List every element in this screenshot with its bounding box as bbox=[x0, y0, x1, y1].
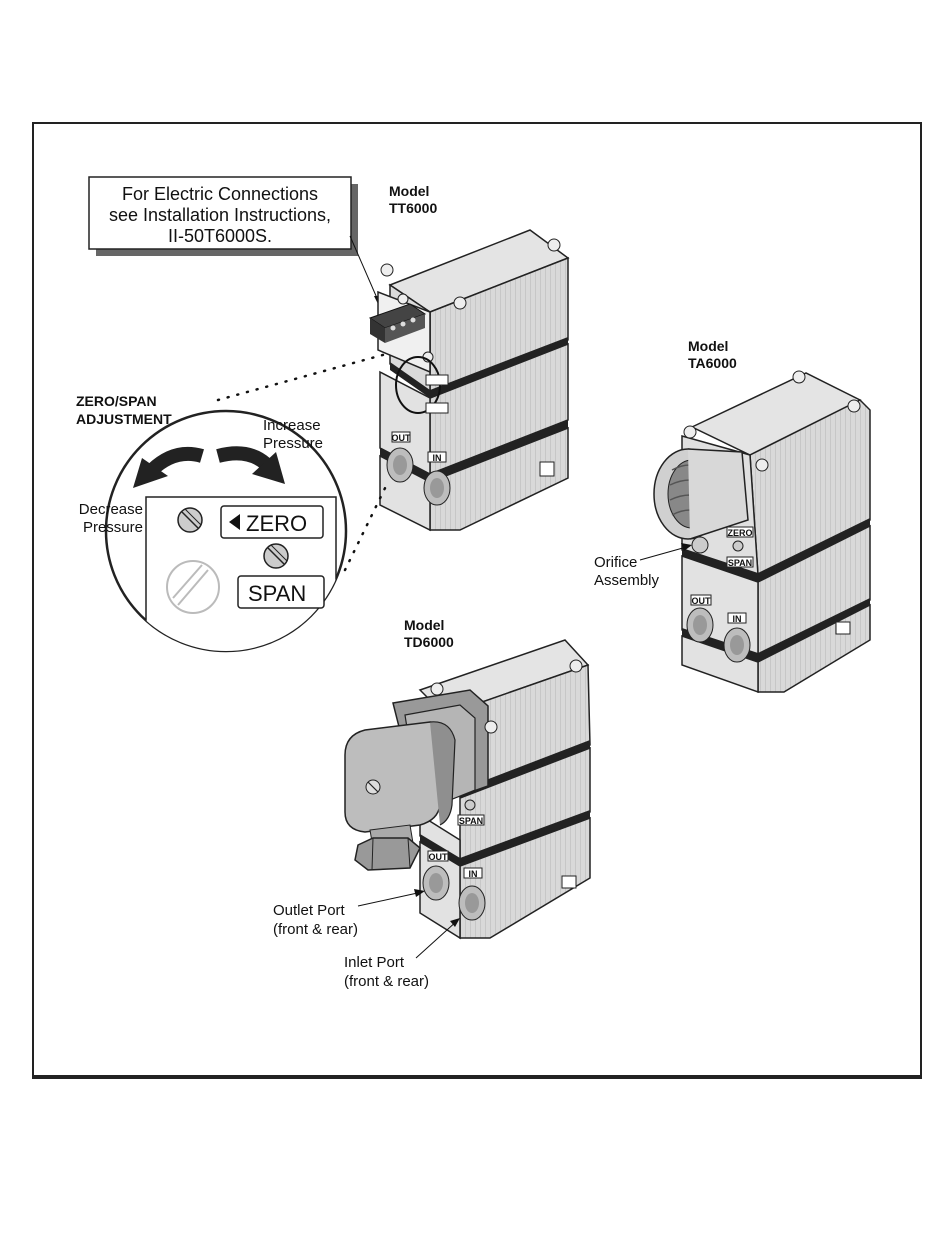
callout-line-1: For Electric Connections bbox=[122, 184, 318, 204]
ta-span-tag: SPAN bbox=[728, 558, 752, 568]
model-td6000-label: Model bbox=[404, 617, 444, 633]
inlet-label-2: (front & rear) bbox=[344, 973, 429, 990]
outlet-leader bbox=[358, 892, 422, 906]
decrease-label-1: Decrease bbox=[79, 501, 143, 518]
zoom-leader-top bbox=[218, 353, 390, 400]
model-ta6000-label: Model bbox=[688, 338, 728, 354]
model-td6000-unit: SPAN OUT IN bbox=[345, 640, 590, 938]
decrease-label-2: Pressure bbox=[83, 519, 143, 536]
zoom-span-label: SPAN bbox=[248, 581, 306, 606]
model-ta6000-name: TA6000 bbox=[688, 355, 737, 371]
zero-span-title-2: ADJUSTMENT bbox=[76, 411, 172, 427]
zoom-zero-label: ZERO bbox=[246, 511, 307, 536]
model-td6000-name: TD6000 bbox=[404, 634, 454, 650]
tt-out-tag: OUT bbox=[392, 433, 412, 443]
outlet-label-1: Outlet Port bbox=[273, 902, 346, 919]
orifice-label-2: Assembly bbox=[594, 572, 660, 589]
inlet-label-1: Inlet Port bbox=[344, 954, 405, 971]
td-span-tag: SPAN bbox=[459, 816, 483, 826]
model-tt6000-label: Model bbox=[389, 183, 429, 199]
zero-span-title-1: ZERO/SPAN bbox=[76, 393, 157, 409]
ta-in-tag: IN bbox=[733, 614, 742, 624]
tt-in-tag: IN bbox=[433, 453, 442, 463]
td-out-tag: OUT bbox=[429, 852, 449, 862]
ta-out-tag: OUT bbox=[692, 596, 712, 606]
model-tt6000-unit: OUT IN bbox=[370, 230, 568, 530]
increase-label-2: Pressure bbox=[263, 435, 323, 452]
ta-zero-tag: ZERO bbox=[727, 528, 752, 538]
td-in-tag: IN bbox=[469, 869, 478, 879]
callout-line-2: see Installation Instructions, bbox=[109, 205, 331, 225]
outlet-label-2: (front & rear) bbox=[273, 921, 358, 938]
inlet-leader bbox=[416, 920, 458, 958]
model-tt6000-name: TT6000 bbox=[389, 200, 437, 216]
increase-label-1: Increase bbox=[263, 417, 321, 434]
callout-line-3: II-50T6000S. bbox=[168, 226, 272, 246]
orifice-label-1: Orifice bbox=[594, 554, 637, 571]
electric-connections-callout: For Electric Connections see Installatio… bbox=[89, 177, 382, 308]
model-ta6000-unit: ZERO SPAN OUT IN bbox=[654, 371, 870, 692]
